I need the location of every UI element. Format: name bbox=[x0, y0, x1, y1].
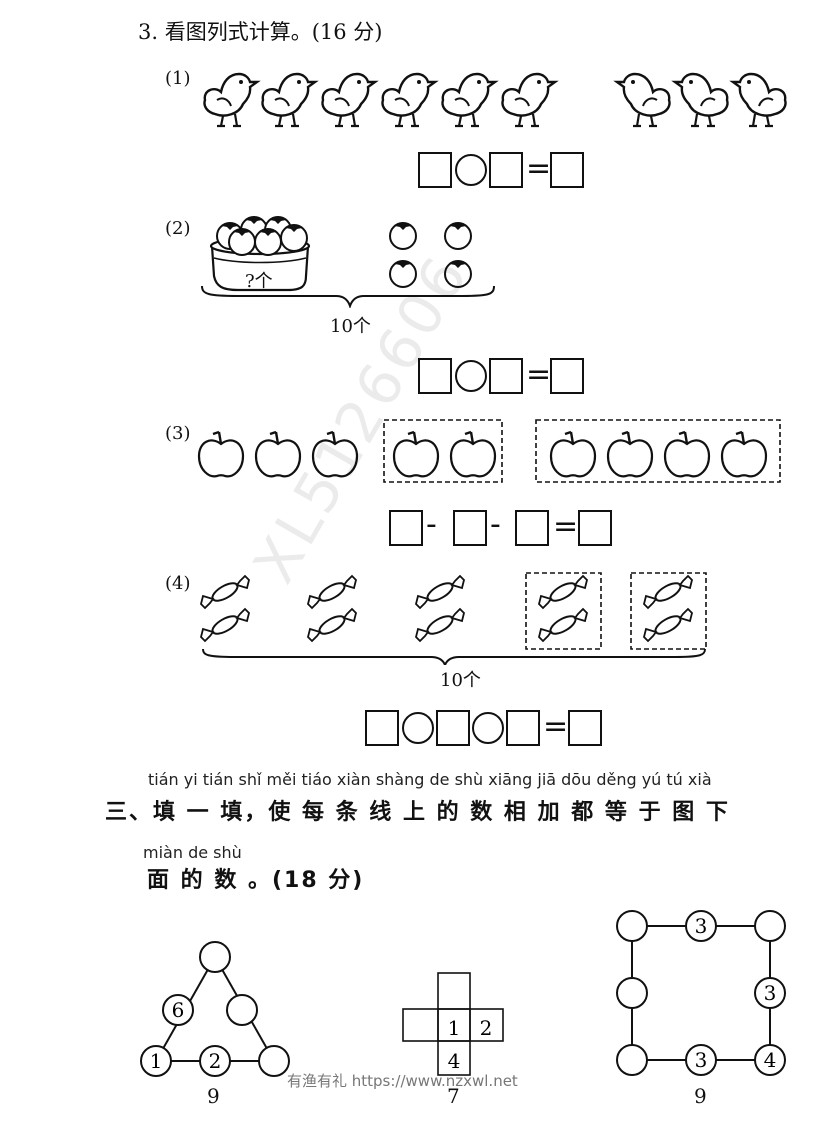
empty-circle-node[interactable] bbox=[616, 1044, 648, 1076]
total-label-4: 10个 bbox=[440, 670, 481, 691]
empty-circle-node[interactable] bbox=[226, 994, 258, 1026]
total-label-2: 10个 bbox=[330, 316, 371, 337]
operator-circle[interactable] bbox=[472, 712, 504, 744]
node-value: 3 bbox=[764, 981, 777, 1005]
answer-box[interactable] bbox=[550, 152, 584, 188]
answer-box[interactable] bbox=[489, 358, 523, 394]
number-cell: 2 bbox=[480, 1016, 493, 1040]
minus-sign: - bbox=[426, 507, 437, 542]
sub-question-3-label: (3) bbox=[165, 423, 191, 444]
triangle-puzzle: 6 1 2 bbox=[140, 941, 290, 1077]
answer-box[interactable] bbox=[489, 152, 523, 188]
answer-box[interactable] bbox=[365, 710, 399, 746]
node-value: 3 bbox=[695, 914, 708, 938]
answer-box[interactable] bbox=[418, 152, 452, 188]
section-heading-line2: 面 的 数 。(18 分) bbox=[147, 868, 365, 893]
apple-illustration bbox=[197, 419, 781, 483]
empty-circle-node[interactable] bbox=[754, 910, 786, 942]
equals-sign: = bbox=[526, 357, 552, 392]
empty-circle-node[interactable] bbox=[258, 1045, 290, 1077]
heading-pinyin-line1: tián yi tián shǐ měi tiáo xiàn shàng de … bbox=[148, 770, 712, 789]
number-circle-node: 2 bbox=[199, 1045, 231, 1077]
answer-box[interactable] bbox=[550, 358, 584, 394]
sub-question-4-label: (4) bbox=[165, 573, 191, 594]
number-cell: 1 bbox=[448, 1016, 461, 1040]
answer-box[interactable] bbox=[506, 710, 540, 746]
persimmon-illustration bbox=[201, 215, 495, 308]
candy-illustration bbox=[200, 572, 707, 665]
equals-sign: = bbox=[543, 709, 569, 744]
answer-box[interactable] bbox=[418, 358, 452, 394]
number-circle-node: 1 bbox=[140, 1045, 172, 1077]
node-value: 1 bbox=[150, 1049, 163, 1073]
node-value: 4 bbox=[764, 1048, 777, 1072]
answer-box[interactable] bbox=[578, 510, 612, 546]
triangle-target: 9 bbox=[207, 1084, 220, 1108]
heading-pinyin-line2: miàn de shù bbox=[143, 843, 242, 862]
number-circle-node: 3 bbox=[685, 1044, 717, 1076]
node-value: 3 bbox=[695, 1048, 708, 1072]
sub-question-2-label: (2) bbox=[165, 218, 191, 239]
question-title: 3. 看图列式计算。(16 分) bbox=[138, 20, 383, 44]
equals-sign: = bbox=[526, 151, 552, 186]
empty-circle-node[interactable] bbox=[616, 910, 648, 942]
equals-sign: = bbox=[553, 509, 579, 544]
sub-question-1-label: (1) bbox=[165, 68, 191, 89]
empty-circle-node[interactable] bbox=[616, 977, 648, 1009]
node-value: 6 bbox=[172, 998, 185, 1022]
answer-box[interactable] bbox=[568, 710, 602, 746]
number-circle-node: 6 bbox=[162, 994, 194, 1026]
answer-box[interactable] bbox=[515, 510, 549, 546]
answer-box[interactable] bbox=[453, 510, 487, 546]
footer-watermark: 有渔有礼 https://www.nzxwl.net bbox=[287, 1072, 518, 1090]
number-circle-node: 3 bbox=[685, 910, 717, 942]
answer-box[interactable] bbox=[436, 710, 470, 746]
number-circle-node: 4 bbox=[754, 1044, 786, 1076]
number-cell: 4 bbox=[448, 1049, 461, 1073]
section-heading-line1: 三、填 一 填，使 每 条 线 上 的 数 相 加 都 等 于 图 下 bbox=[105, 800, 730, 825]
operator-circle[interactable] bbox=[455, 154, 487, 186]
square-target: 9 bbox=[694, 1084, 707, 1108]
number-circle-node: 3 bbox=[754, 977, 786, 1009]
minus-sign: - bbox=[490, 507, 501, 542]
empty-circle-node[interactable] bbox=[199, 941, 231, 973]
square-puzzle: 3 3 3 4 bbox=[616, 910, 786, 1076]
node-value: 2 bbox=[209, 1049, 222, 1073]
operator-circle[interactable] bbox=[402, 712, 434, 744]
cross-target: 7 bbox=[447, 1084, 460, 1108]
chick-illustration bbox=[203, 72, 795, 128]
operator-circle[interactable] bbox=[455, 360, 487, 392]
basket-label: ?个 bbox=[245, 271, 273, 292]
answer-box[interactable] bbox=[389, 510, 423, 546]
